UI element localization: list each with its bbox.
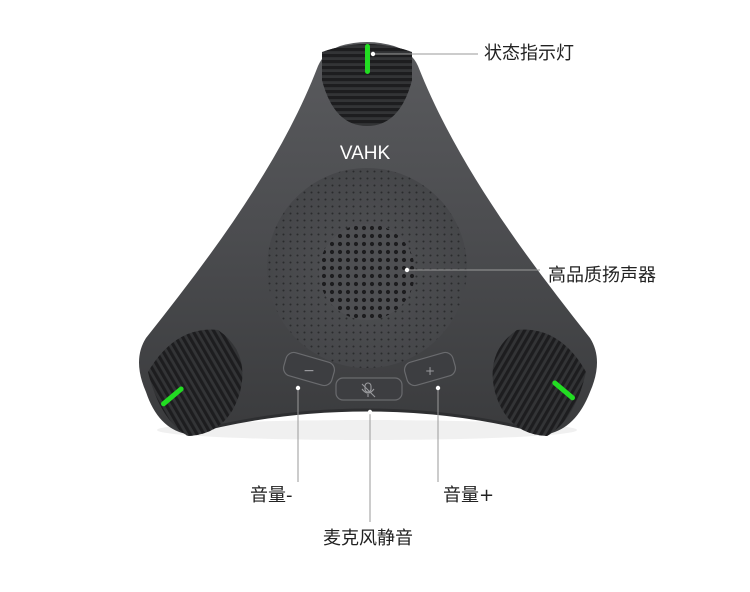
brand-logo: VAHK bbox=[340, 143, 391, 164]
volume-plus-button[interactable]: + bbox=[403, 351, 458, 388]
mic-mute-icon bbox=[361, 382, 376, 398]
callout-lines bbox=[297, 53, 540, 522]
mic-mute-label: 麦克风静音 bbox=[323, 528, 413, 549]
status-led-right bbox=[552, 380, 575, 401]
volume-plus-symbol: + bbox=[425, 364, 435, 378]
status-led-top bbox=[365, 44, 370, 74]
status-light-label: 状态指示灯 bbox=[484, 43, 574, 64]
mic-mute-button[interactable] bbox=[335, 377, 403, 401]
status-led-left bbox=[161, 386, 184, 407]
volume-minus-symbol: − bbox=[303, 363, 315, 379]
speaker-grille bbox=[267, 168, 467, 368]
volume-minus-button[interactable]: − bbox=[282, 351, 337, 388]
volume-minus-label: 音量- bbox=[250, 485, 293, 506]
callout-dots bbox=[295, 51, 441, 415]
volume-plus-label: 音量+ bbox=[443, 485, 495, 506]
speaker-label: 高品质扬声器 bbox=[548, 265, 656, 286]
